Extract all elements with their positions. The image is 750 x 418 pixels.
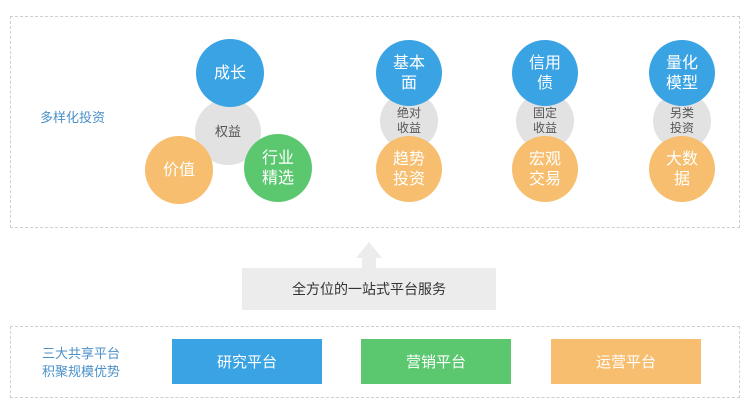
platform-label-line2: 积聚规模优势 — [42, 365, 121, 380]
up-arrow-icon — [356, 242, 382, 258]
platform-label: 三大共享平台 积聚规模优势 — [42, 346, 120, 382]
industry-select-node: 行业 精选 — [244, 134, 312, 202]
trend-investment-node: 趋势 投资 — [376, 136, 442, 202]
fundamental-node: 基本 面 — [376, 40, 442, 106]
big-data-node: 大数 据 — [649, 136, 715, 202]
value-node: 价值 — [145, 136, 213, 204]
macro-trading-node: 宏观 交易 — [512, 136, 578, 202]
investment-label: 多样化投资 — [40, 111, 106, 126]
arrow-shaft — [362, 257, 376, 269]
operations-platform: 运营平台 — [551, 339, 701, 384]
marketing-platform: 营销平台 — [361, 339, 511, 384]
platform-label-line1: 三大共享平台 — [42, 347, 121, 362]
growth-node: 成长 — [196, 39, 264, 107]
quant-model-node: 量化 模型 — [649, 40, 715, 106]
alternative-investment-node: 另类 投资 — [653, 92, 711, 150]
investment-panel — [10, 16, 740, 228]
one-stop-service-box: 全方位的一站式平台服务 — [242, 268, 496, 310]
credit-bond-node: 信用 债 — [512, 40, 578, 106]
research-platform: 研究平台 — [172, 339, 322, 384]
